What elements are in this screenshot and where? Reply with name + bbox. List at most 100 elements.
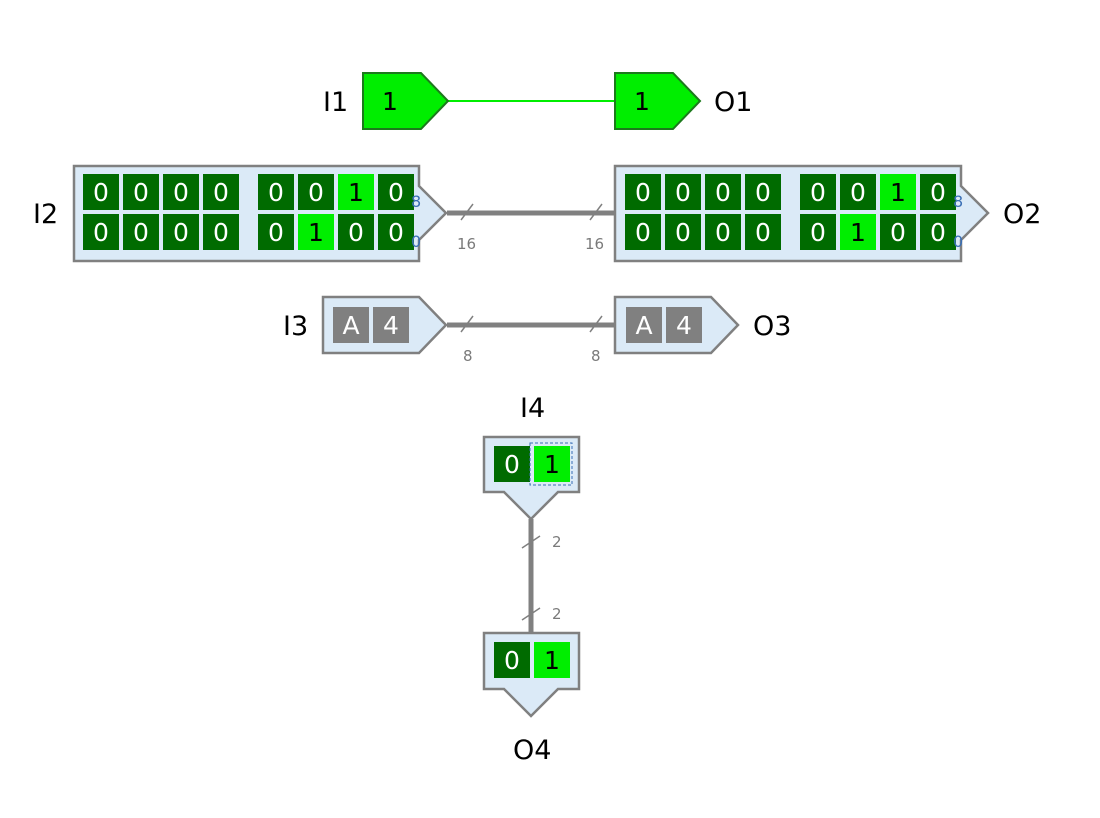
bit-cell-text: 0 <box>850 178 866 207</box>
bit-cell-text: 0 <box>93 218 109 247</box>
bit-cell: 0 <box>745 174 781 210</box>
bit-cell[interactable]: 0 <box>123 214 159 250</box>
bit-cell-text: 0 <box>308 178 324 207</box>
bit-cell-text: 0 <box>173 178 189 207</box>
bit-edge-label-bottom: 0 <box>411 232 421 251</box>
bit-cell-text: 0 <box>388 218 404 247</box>
bit-cell-box <box>258 174 294 210</box>
bit-cell-text: 0 <box>504 450 520 479</box>
output-label-o3: O3 <box>753 311 791 342</box>
bit-cell-text: 0 <box>930 218 946 247</box>
bus-width-label: 16 <box>457 235 476 253</box>
bit-cell-box <box>880 174 916 210</box>
bit-cell-box <box>534 446 570 482</box>
bit-cell: 1 <box>534 642 570 678</box>
hex-cell-box <box>666 307 702 343</box>
bit-cell-box <box>338 174 374 210</box>
hex-cell-text: A <box>635 311 652 340</box>
bit-cell: 0 <box>494 642 530 678</box>
bit-cell[interactable]: 0 <box>378 214 414 250</box>
bus-width-label: 2 <box>552 605 562 623</box>
bit-cell-box <box>298 174 334 210</box>
bit-cell-text: 0 <box>348 218 364 247</box>
bit-cell[interactable]: 0 <box>378 174 414 210</box>
bit-cell[interactable]: 0 <box>163 214 199 250</box>
bit-cell: 1 <box>840 214 876 250</box>
bit-cell: 0 <box>920 174 956 210</box>
bit-edge-label-top: 8 <box>411 192 421 211</box>
bit-cell: 0 <box>625 214 661 250</box>
bit-cell[interactable]: 0 <box>258 214 294 250</box>
bit-cell: 0 <box>705 174 741 210</box>
bit-cell: 0 <box>800 174 836 210</box>
bit-cell-text: 0 <box>810 178 826 207</box>
input-label-i2: I2 <box>33 199 58 230</box>
bit-cell-box <box>123 174 159 210</box>
bit-cell-box <box>625 214 661 250</box>
bit-cell[interactable]: 0 <box>338 214 374 250</box>
bit-cell-box <box>258 214 294 250</box>
bit-cell: 0 <box>625 174 661 210</box>
bit-cell-box <box>534 642 570 678</box>
bit-cell-text: 1 <box>308 218 324 247</box>
bit-cell-box <box>378 214 414 250</box>
bit-cell-text: 0 <box>675 218 691 247</box>
bit-cell-box <box>163 174 199 210</box>
hex-cell: A <box>333 307 369 343</box>
bit-cell[interactable]: 1 <box>298 214 334 250</box>
hex-cell: A <box>626 307 662 343</box>
bit-cell: 1 <box>880 174 916 210</box>
bit-edge-label-top: 8 <box>953 192 963 211</box>
bit-cell-text: 0 <box>93 178 109 207</box>
bit-cell[interactable]: 0 <box>83 174 119 210</box>
bit-cell: 0 <box>665 174 701 210</box>
bit-cell-box <box>705 214 741 250</box>
bit-cell-text: 0 <box>675 178 691 207</box>
bit-cell[interactable]: 1 <box>534 446 570 482</box>
bit-edge-label-bottom: 0 <box>953 232 963 251</box>
bit-cell[interactable]: 0 <box>123 174 159 210</box>
bit-cell-text: 1 <box>544 450 560 479</box>
input-pin-i1[interactable]: 1 <box>362 72 450 130</box>
bit-cell-text: 1 <box>850 218 866 247</box>
bit-cell[interactable]: 0 <box>203 214 239 250</box>
bit-cell-box <box>83 174 119 210</box>
bit-cell: 0 <box>880 214 916 250</box>
bit-cell[interactable]: 0 <box>163 174 199 210</box>
bit-cell-box <box>494 446 530 482</box>
bit-cell[interactable]: 0 <box>298 174 334 210</box>
bus-width-slash <box>521 607 541 621</box>
bus-width-slash <box>521 535 541 549</box>
bit-cell[interactable]: 0 <box>83 214 119 250</box>
bit-cell-box <box>163 214 199 250</box>
bit-cell-box <box>494 642 530 678</box>
hex-cell: 4 <box>666 307 702 343</box>
bit-cell-text: 0 <box>213 178 229 207</box>
bit-cell-box <box>298 214 334 250</box>
bit-cell[interactable]: 1 <box>338 174 374 210</box>
hex-cell-text: 4 <box>676 311 692 340</box>
bit-cell: 0 <box>840 174 876 210</box>
bus-width-slash <box>460 203 474 221</box>
bit-cell-text: 0 <box>715 178 731 207</box>
bit-cell-text: 0 <box>635 178 651 207</box>
bit-cell-box <box>625 174 661 210</box>
hex-cell-text: 4 <box>383 311 399 340</box>
bit-cell: 0 <box>920 214 956 250</box>
bit-cell: 0 <box>705 214 741 250</box>
bus-width-label: 8 <box>463 347 473 365</box>
bit-cell-text: 0 <box>133 178 149 207</box>
bus-width-slash <box>589 315 603 333</box>
output-label-o1: O1 <box>714 87 752 118</box>
bit-cell-box <box>665 214 701 250</box>
bit-cell[interactable]: 0 <box>203 174 239 210</box>
bit-cell[interactable]: 0 <box>494 446 530 482</box>
bit-cell[interactable]: 0 <box>258 174 294 210</box>
bit-cell-box <box>203 214 239 250</box>
bit-cell-text: 0 <box>890 218 906 247</box>
output-label-o4: O4 <box>513 735 551 766</box>
bit-cell: 0 <box>745 214 781 250</box>
